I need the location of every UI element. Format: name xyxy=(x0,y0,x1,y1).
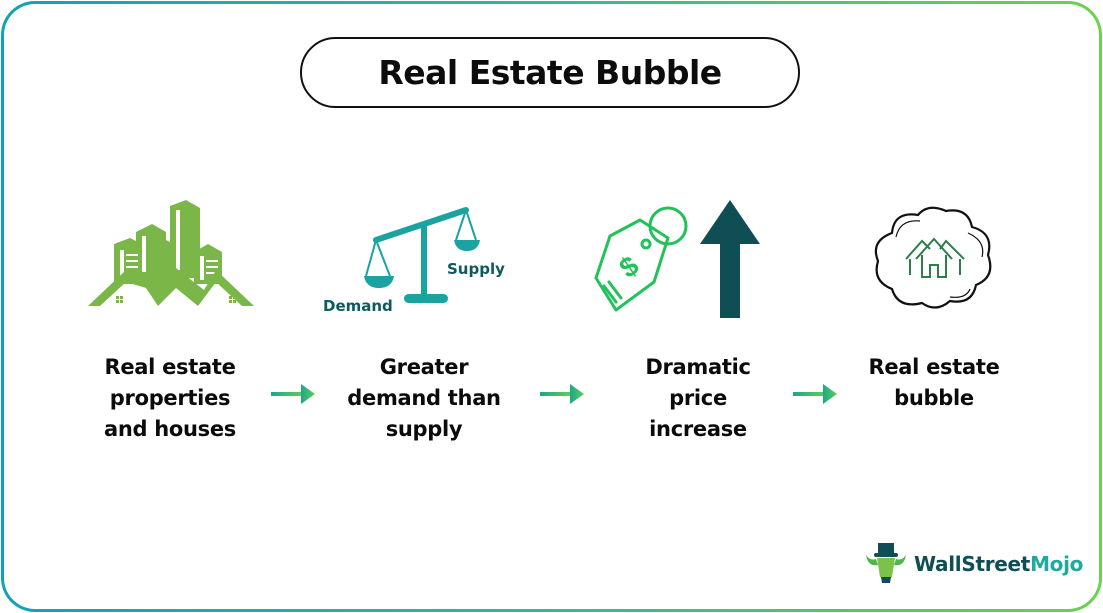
title-pill: Real Estate Bubble xyxy=(300,37,800,108)
svg-text:$: $ xyxy=(614,249,645,284)
bull-mascot-icon xyxy=(866,543,906,583)
logo-text-mojo: Mojo xyxy=(1030,552,1084,576)
demand-label: Demand xyxy=(323,297,393,315)
arrow-right-icon xyxy=(793,384,837,404)
step-4-text: Real estate bubble xyxy=(868,355,1000,410)
price-tag-up-arrow-icon: $ xyxy=(594,200,760,318)
supply-label: Supply xyxy=(447,260,505,278)
arrow-right-icon xyxy=(540,384,584,404)
canvas xyxy=(4,4,1099,609)
page-title: Real Estate Bubble xyxy=(378,53,722,92)
step-1-text: Real estate properties and houses xyxy=(103,355,237,441)
balance-scale-icon xyxy=(364,207,480,303)
arrow-right-icon xyxy=(271,384,315,404)
step-2-text: Greater demand than supply xyxy=(347,355,501,441)
wallstreetmojo-logo: WallStreetMojo xyxy=(864,543,1083,585)
house-in-bubble-icon xyxy=(874,206,992,309)
buildings-houses-icon xyxy=(88,200,254,306)
step-3-text: Dramatic price increase xyxy=(645,355,751,441)
logo-text-wallstreet: WallStreet xyxy=(914,552,1031,576)
